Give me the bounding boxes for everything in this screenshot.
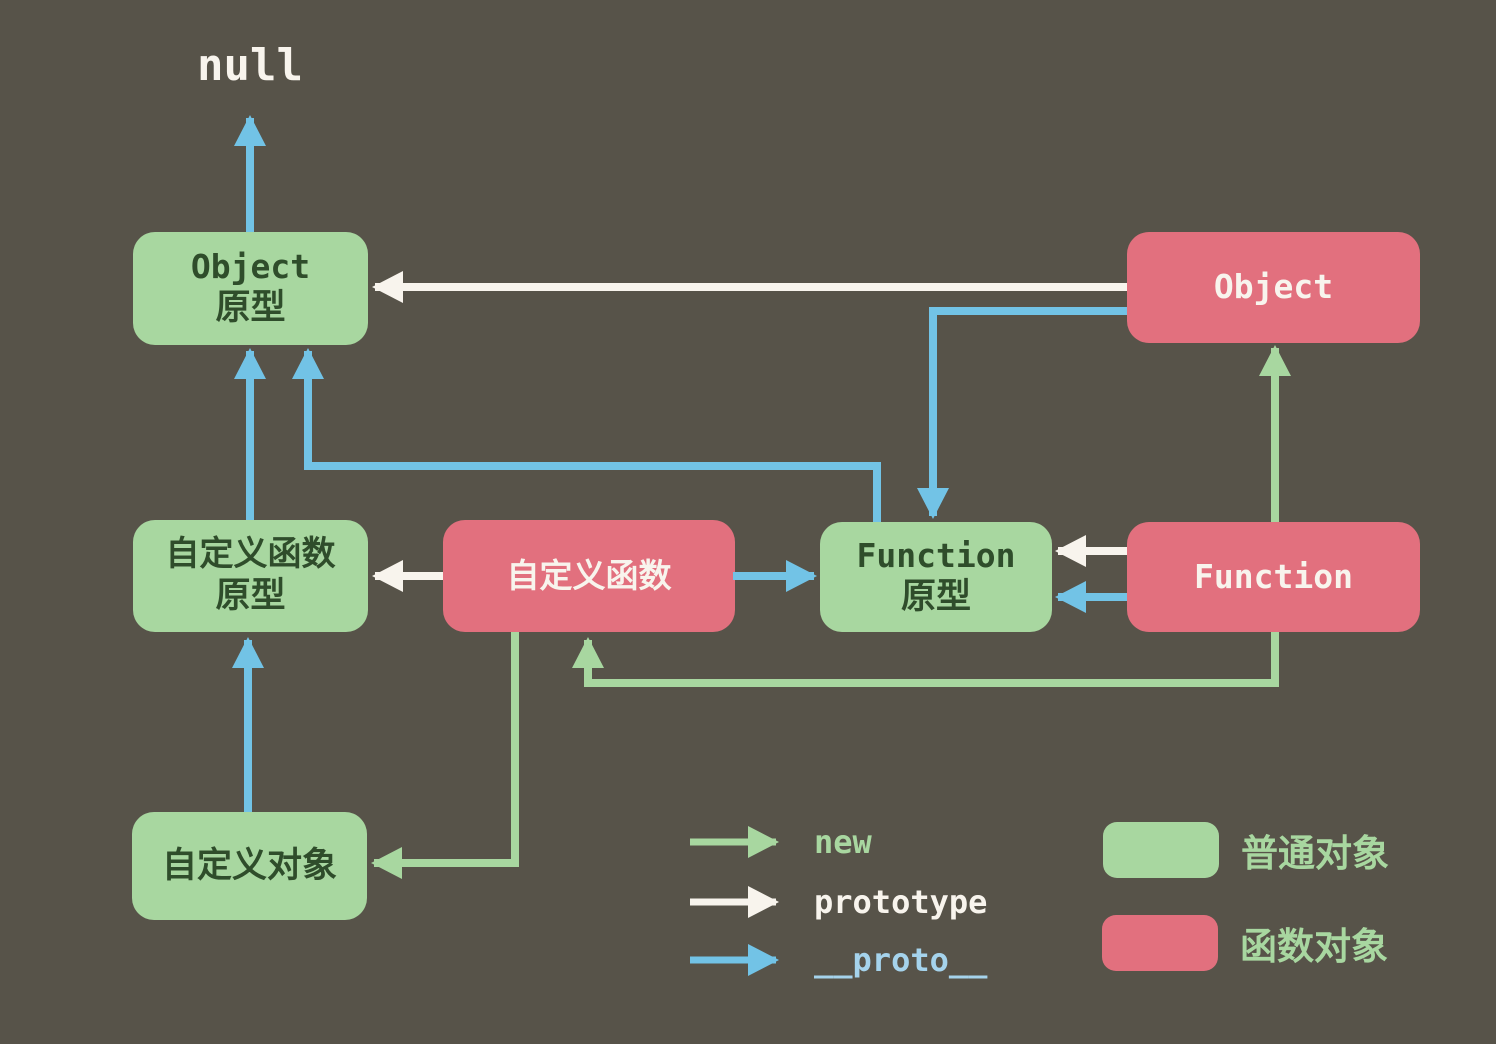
- legend-plain-object-label: 普通对象: [1241, 833, 1389, 874]
- legend-row-new: new: [688, 822, 872, 862]
- green-box-swatch: [1103, 822, 1219, 878]
- legend-function-object-label: 函数对象: [1240, 926, 1388, 967]
- node-custom-fn: 自定义函数: [443, 520, 735, 632]
- arrow-proto-object-to-function-prototype: [917, 307, 1127, 519]
- legend-row-plain-object: 普通对象: [1103, 822, 1389, 878]
- pink-box-swatch: [1102, 915, 1218, 971]
- node-function-prototype-line1: Function: [856, 535, 1016, 575]
- node-custom-fn-label: 自定义函数: [506, 556, 672, 594]
- node-custom-object-label: 自定义对象: [161, 845, 337, 885]
- node-object-prototype: Object 原型: [133, 232, 368, 345]
- arrow-proto-function-prototype-to-object-prototype: [292, 348, 881, 522]
- null-label: null: [197, 40, 303, 91]
- node-function-label: Function: [1194, 556, 1353, 596]
- blue-arrow-icon: [690, 944, 779, 976]
- node-function: Function: [1127, 522, 1420, 632]
- white-arrow-icon: [690, 886, 779, 918]
- node-object: Object: [1127, 232, 1420, 343]
- node-custom-fn-prototype-line2: 原型: [215, 576, 286, 616]
- legend-row-function-object: 函数对象: [1102, 915, 1388, 971]
- legend-new-label: new: [814, 823, 872, 861]
- node-object-prototype-line2: 原型: [215, 288, 286, 328]
- node-object-prototype-line1: Object: [190, 247, 311, 287]
- arrow-new-custom-fn-to-custom-object: [371, 632, 519, 879]
- node-custom-fn-prototype-line1: 自定义函数: [165, 534, 336, 573]
- arrow-new-function-to-custom-fn: [572, 632, 1279, 687]
- node-custom-fn-prototype: 自定义函数 原型: [133, 520, 368, 632]
- green-arrow-icon: [690, 826, 779, 858]
- legend-proto-label: __proto__: [814, 941, 988, 979]
- node-object-label: Object: [1213, 267, 1334, 307]
- legend-prototype-label: prototype: [814, 883, 988, 921]
- node-custom-object: 自定义对象: [132, 812, 367, 920]
- node-function-prototype: Function 原型: [820, 522, 1052, 632]
- legend-row-proto: __proto__: [688, 940, 987, 980]
- legend-row-prototype: prototype: [688, 882, 987, 922]
- node-function-prototype-line2: 原型: [900, 576, 971, 616]
